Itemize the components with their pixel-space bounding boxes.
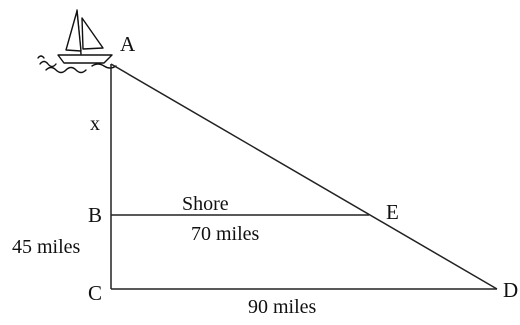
- point-label-c: C: [88, 281, 102, 305]
- label-90-miles: 90 miles: [248, 296, 317, 318]
- triangle-lines: [110, 63, 498, 290]
- point-label-a: A: [120, 32, 136, 56]
- point-label-b: B: [88, 203, 102, 227]
- point-label-d: D: [503, 278, 518, 302]
- point-label-e: E: [386, 200, 399, 224]
- label-45-miles: 45 miles: [12, 236, 81, 258]
- label-shore: Shore: [182, 193, 229, 215]
- label-x: x: [90, 113, 100, 135]
- sailboat-icon: [37, 9, 117, 74]
- segment-ad: [110, 63, 498, 290]
- label-70-miles: 70 miles: [191, 223, 260, 245]
